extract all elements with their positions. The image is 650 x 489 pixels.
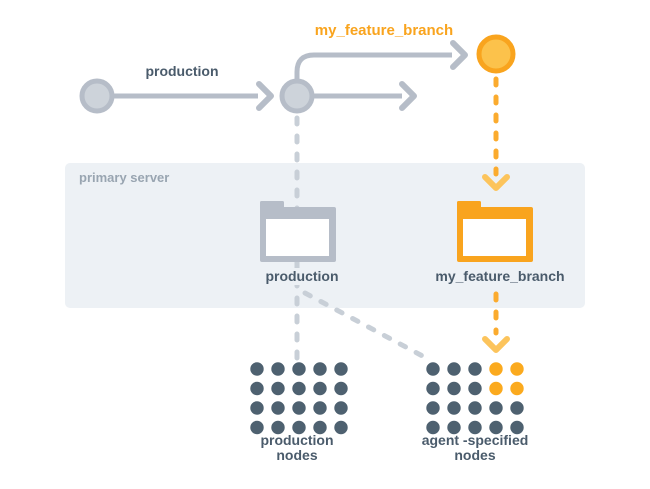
production-nodes-grid <box>250 362 348 435</box>
node-dot <box>468 381 482 396</box>
node-dot <box>426 401 440 415</box>
folder-feature-icon <box>457 201 533 262</box>
node-dot <box>426 381 440 396</box>
node-dot <box>250 381 264 396</box>
node-dot-highlighted <box>510 381 524 396</box>
node-dot <box>271 362 285 376</box>
node-dot <box>489 401 503 415</box>
node-dot <box>489 420 503 435</box>
feature-branch-arrowhead-icon <box>450 40 468 70</box>
arrowhead-down-agent-nodes-icon <box>482 336 510 353</box>
node-dot-highlighted <box>489 381 503 396</box>
production-nodes-label-line1: production <box>260 432 334 448</box>
folder-label-feature: my_feature_branch <box>425 268 575 285</box>
production-branch-label: production <box>145 63 219 79</box>
commit-node-2 <box>279 78 315 114</box>
node-dot <box>250 401 264 415</box>
node-dot <box>334 362 348 376</box>
arrowhead-down-feature-folder-icon <box>482 174 510 191</box>
node-dot <box>510 420 524 435</box>
node-dot-highlighted <box>489 362 503 376</box>
node-dot <box>313 420 327 435</box>
folder-production-icon <box>260 201 336 262</box>
node-dot <box>468 420 482 435</box>
node-dot <box>468 362 482 376</box>
node-dot <box>271 381 285 396</box>
production-nodes-label-line2: nodes <box>276 447 318 463</box>
node-dot <box>313 362 327 376</box>
node-dot <box>271 420 285 435</box>
node-dot <box>447 381 461 396</box>
node-dot <box>313 381 327 396</box>
node-dot <box>292 362 306 376</box>
node-dot <box>334 401 348 415</box>
feature-branch-label: my_feature_branch <box>314 22 454 39</box>
production-nodes-label: production nodes <box>237 433 357 463</box>
agent-nodes-grid <box>426 362 524 435</box>
folder-label-production: production <box>252 268 352 285</box>
node-dot <box>292 420 306 435</box>
feature-commit-node <box>476 34 516 74</box>
agent-nodes-label-line2: nodes <box>454 447 496 463</box>
feature-branch-curve <box>294 52 452 84</box>
node-dot <box>250 420 264 435</box>
node-dot <box>313 401 327 415</box>
node-dot-highlighted <box>510 362 524 376</box>
primary-server-label: primary server <box>79 170 170 185</box>
node-dot <box>292 401 306 415</box>
node-dot <box>250 362 264 376</box>
dashed-line-production-to-agent-nodes <box>302 290 433 363</box>
node-dot <box>447 401 461 415</box>
node-dot <box>426 420 440 435</box>
node-dot <box>426 362 440 376</box>
node-dot <box>334 381 348 396</box>
node-dot <box>292 381 306 396</box>
production-arrowhead-icon <box>256 81 274 111</box>
commit-node-1 <box>79 78 115 114</box>
agent-nodes-label: agent -specified nodes <box>402 433 548 463</box>
node-dot <box>510 401 524 415</box>
node-dot <box>447 362 461 376</box>
node-dot <box>468 401 482 415</box>
agent-nodes-label-line1: agent -specified <box>421 432 529 448</box>
node-dot <box>334 420 348 435</box>
node-dot <box>271 401 285 415</box>
main-continuation-arrowhead-icon <box>399 81 417 111</box>
node-dot <box>447 420 461 435</box>
